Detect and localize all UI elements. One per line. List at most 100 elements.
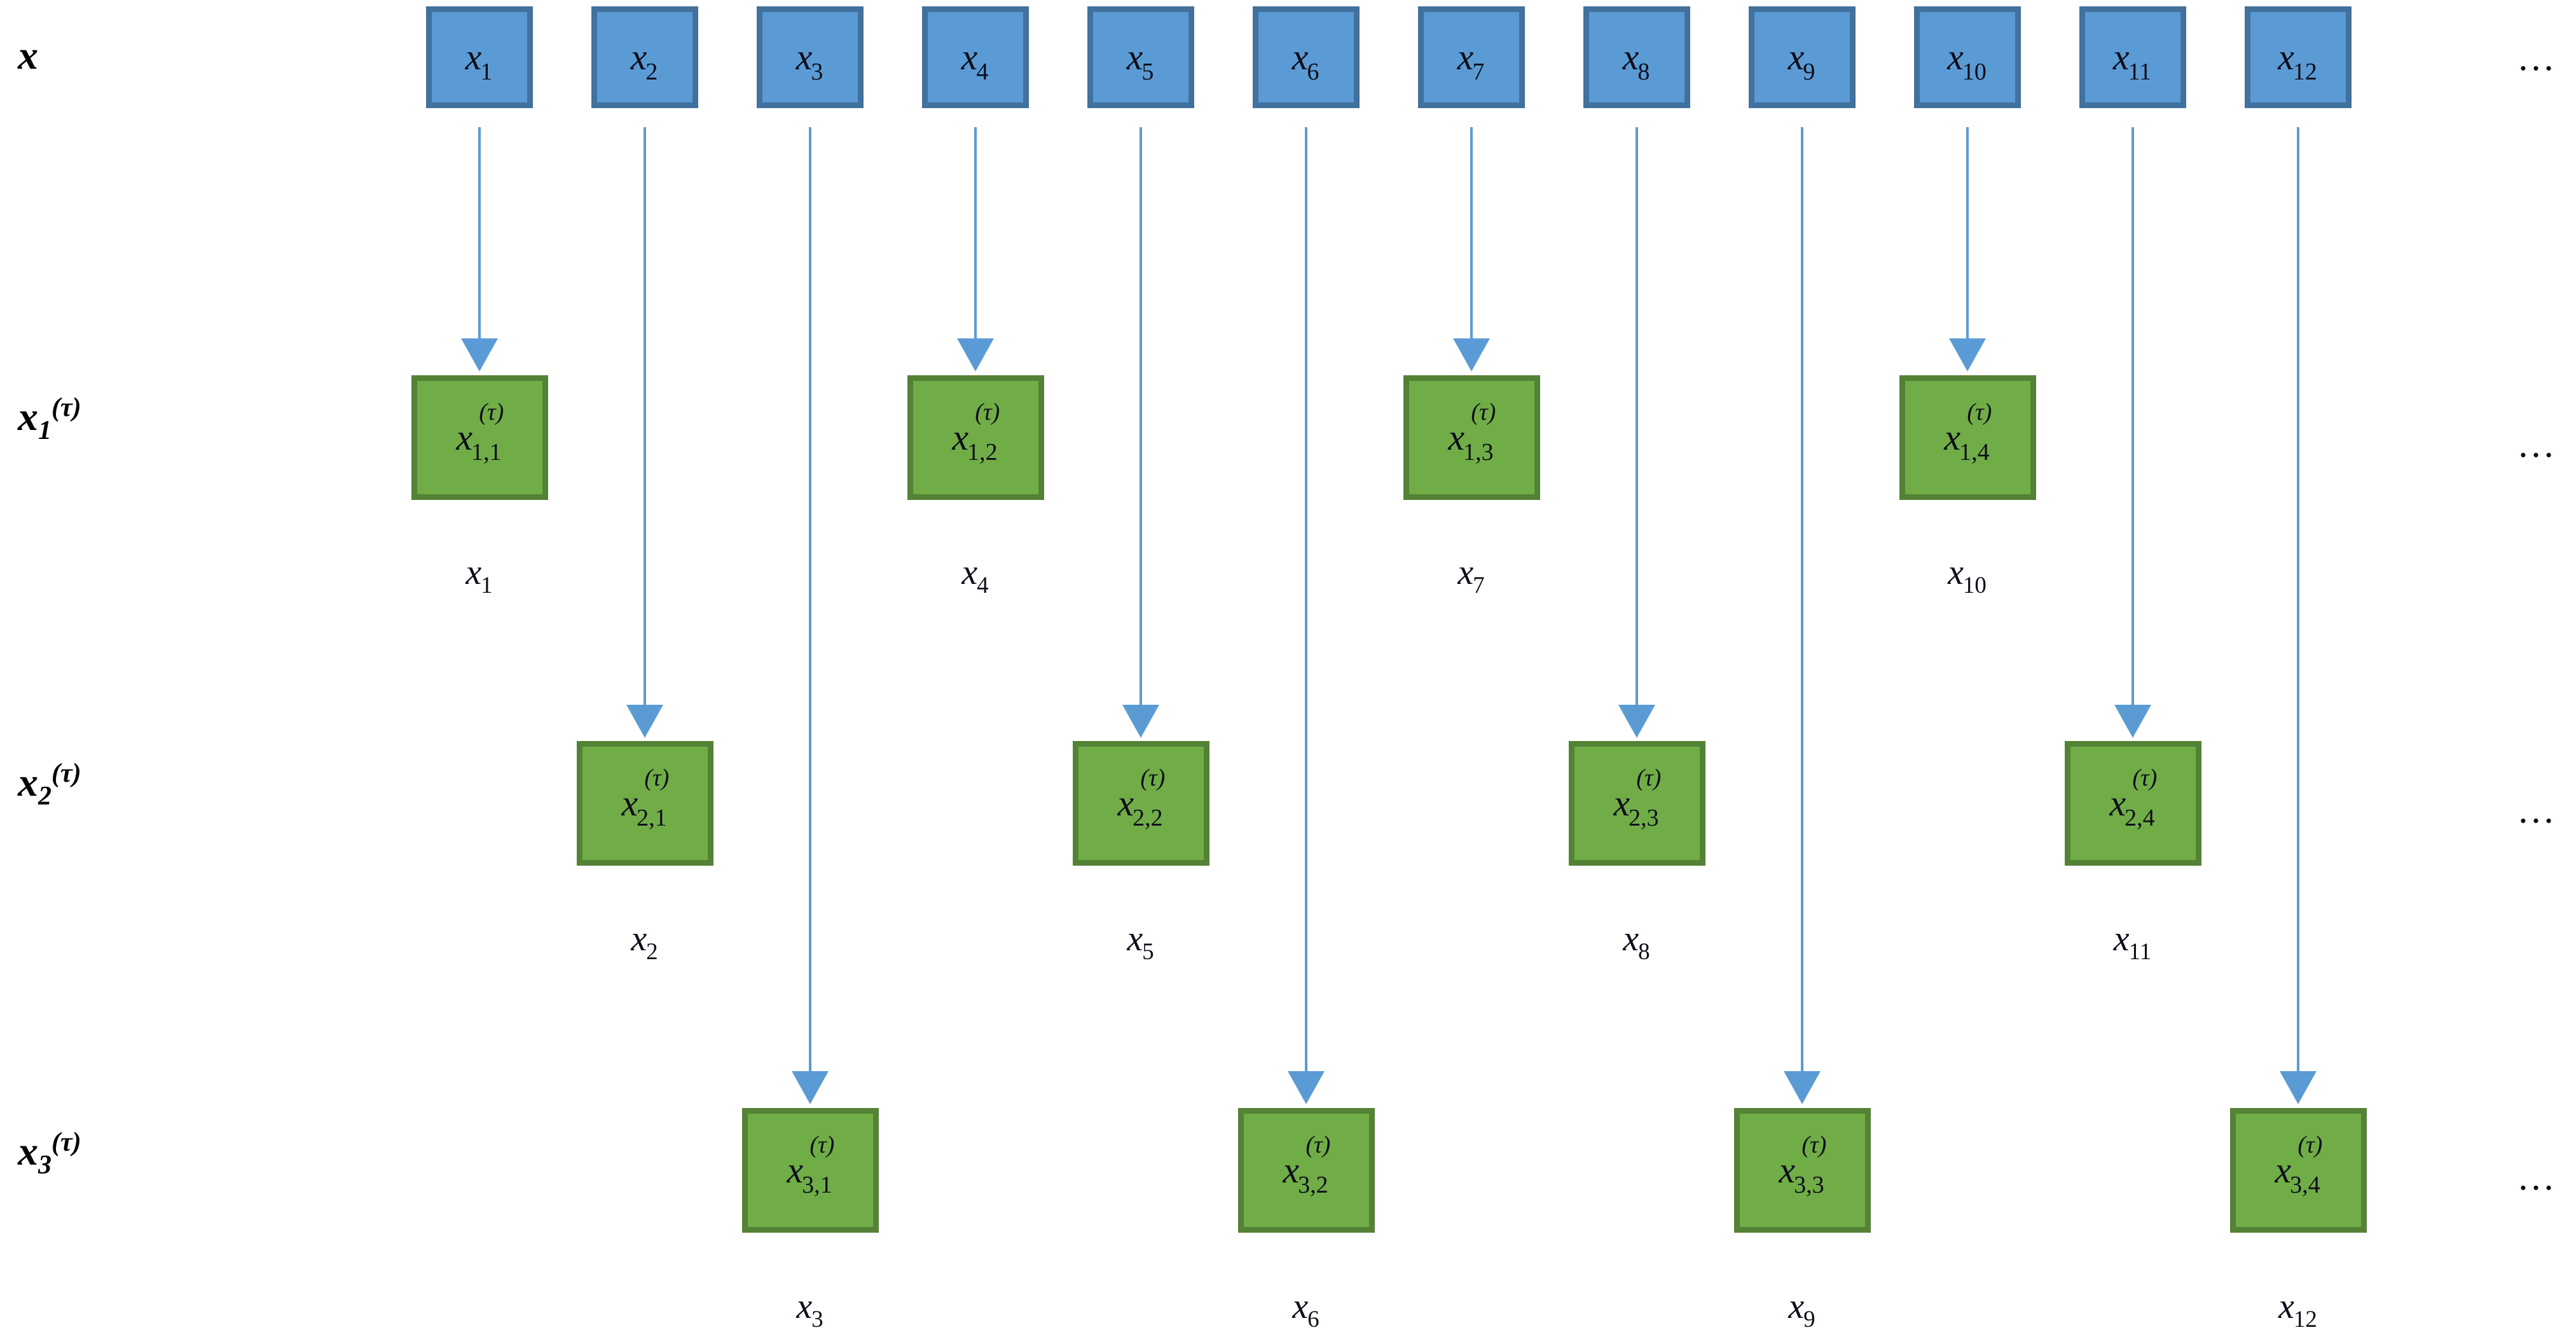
caption-base: x xyxy=(1292,1287,1309,1326)
math-subscript: 4 xyxy=(976,59,989,85)
math-subscript: 2,3 xyxy=(1629,805,1659,831)
caption-base: x xyxy=(1623,919,1639,959)
patch-box-1-2[interactable]: x(τ)1,2 xyxy=(907,375,1044,500)
arrow-shaft xyxy=(478,127,481,338)
input-token-box-11[interactable]: x11 xyxy=(2079,6,2186,108)
math-base: x xyxy=(1947,36,1964,78)
row-label-base: x xyxy=(18,759,38,805)
patch-caption-3-1: x3 xyxy=(796,1287,823,1331)
math-base: x xyxy=(1787,36,1805,78)
patch-box-3-1[interactable]: x(τ)3,1 xyxy=(741,1108,879,1233)
caption-base: x xyxy=(631,919,647,959)
row-label-base: x xyxy=(18,1128,38,1174)
patch-label: x(τ)3,1 xyxy=(787,1133,834,1197)
patch-caption-1-3: x7 xyxy=(1457,555,1485,597)
input-token-box-9[interactable]: x9 xyxy=(1749,6,1856,108)
math-base: x xyxy=(952,417,969,458)
math-superscript: (τ) xyxy=(479,399,504,426)
input-token-label: x4 xyxy=(961,36,990,85)
input-token-box-3[interactable]: x3 xyxy=(757,6,864,108)
math-superscript: (τ) xyxy=(809,1132,835,1158)
input-token-box-12[interactable]: x12 xyxy=(2245,6,2352,108)
math-base: x xyxy=(787,1149,804,1191)
math-subscript: 1,4 xyxy=(1959,439,1990,466)
caption-base: x xyxy=(1948,553,1964,592)
arrow-head xyxy=(1949,338,1986,371)
input-token-box-10[interactable]: x10 xyxy=(1914,6,2021,108)
input-token-label: x8 xyxy=(1623,39,1651,85)
math-base: x xyxy=(2109,782,2126,824)
patch-caption-2-1: x2 xyxy=(631,919,658,964)
patch-label: x(τ)1,3 xyxy=(1448,400,1496,464)
patch-box-3-3[interactable]: x(τ)3,3 xyxy=(1733,1108,1871,1233)
input-token-box-7[interactable]: x7 xyxy=(1418,6,1525,108)
math-base: x xyxy=(1291,36,1309,78)
patch-caption-2-2: x5 xyxy=(1127,919,1154,964)
input-token-box-6[interactable]: x6 xyxy=(1253,6,1360,108)
patch-box-2-1[interactable]: x(τ)2,1 xyxy=(576,741,713,866)
math-base: x xyxy=(2112,36,2130,78)
input-token-box-8[interactable]: x8 xyxy=(1583,6,1690,108)
patch-label: x(τ)3,4 xyxy=(2275,1133,2322,1197)
caption-base: x xyxy=(2113,919,2130,959)
patch-box-2-3[interactable]: x(τ)2,3 xyxy=(1568,741,1705,866)
caption-base: x xyxy=(961,553,978,592)
caption-base: x xyxy=(1788,1287,1805,1326)
patch-box-3-2[interactable]: x(τ)3,2 xyxy=(1237,1108,1375,1233)
patch-box-3-4[interactable]: x(τ)3,4 xyxy=(2229,1108,2367,1233)
input-token-label: x5 xyxy=(1127,39,1155,85)
input-token-box-2[interactable]: x2 xyxy=(591,6,698,108)
patch-caption-3-2: x6 xyxy=(1292,1287,1319,1331)
input-token-label: x12 xyxy=(2278,36,2318,85)
math-base: x xyxy=(1117,782,1134,824)
input-token-label: x1 xyxy=(465,39,494,85)
patch-caption-1-2: x4 xyxy=(961,553,989,597)
input-token-box-4[interactable]: x4 xyxy=(922,6,1029,108)
math-subscript: 2,2 xyxy=(1133,805,1163,831)
caption-base: x xyxy=(796,1287,813,1326)
patch-label: x(τ)1,4 xyxy=(1944,400,1992,464)
arrow-head xyxy=(1122,705,1159,738)
caption-subscript: 9 xyxy=(1803,1306,1815,1333)
math-base: x xyxy=(961,36,978,78)
math-superscript: (τ) xyxy=(1636,765,1662,791)
math-superscript: (τ) xyxy=(2132,765,2158,791)
row-label-row-x: x xyxy=(18,35,38,76)
math-subscript: 1,1 xyxy=(471,439,502,466)
math-subscript: 3 xyxy=(811,59,823,85)
input-token-box-1[interactable]: x1 xyxy=(426,6,533,108)
math-subscript: 3,3 xyxy=(1794,1172,1824,1198)
patch-caption-2-3: x8 xyxy=(1623,919,1650,964)
patch-box-2-2[interactable]: x(τ)2,2 xyxy=(1072,741,1209,866)
arrow-shaft xyxy=(1966,127,1969,338)
math-subscript: 3,4 xyxy=(2290,1172,2320,1198)
math-subscript: 3,2 xyxy=(1298,1172,1328,1198)
patch-box-1-3[interactable]: x(τ)1,3 xyxy=(1403,375,1540,500)
row-label-subscript: 1 xyxy=(38,416,52,446)
arrow-shaft xyxy=(1470,127,1473,338)
math-base: x xyxy=(2278,36,2294,78)
arrow-head xyxy=(792,1071,829,1104)
row-label-superscript: (τ) xyxy=(52,759,81,788)
patch-box-2-4[interactable]: x(τ)2,4 xyxy=(2064,741,2201,866)
patch-box-1-4[interactable]: x(τ)1,4 xyxy=(1899,375,2036,500)
patch-label: x(τ)2,2 xyxy=(1117,766,1165,830)
caption-subscript: 3 xyxy=(811,1306,823,1333)
math-base: x xyxy=(1457,36,1474,78)
math-subscript: 10 xyxy=(1962,59,1987,85)
caption-subscript: 12 xyxy=(2293,1306,2317,1333)
input-token-label: x9 xyxy=(1787,36,1817,85)
math-base: x xyxy=(1944,417,1961,458)
row-label-base: x xyxy=(18,393,38,439)
caption-base: x xyxy=(1127,919,1143,959)
arrow-head xyxy=(1618,705,1655,738)
patch-box-1-1[interactable]: x(τ)1,1 xyxy=(411,375,548,500)
input-token-label: x11 xyxy=(2112,36,2152,85)
caption-subscript: 6 xyxy=(1307,1306,1319,1333)
input-token-label: x2 xyxy=(631,39,659,85)
arrow-shaft xyxy=(2297,127,2299,1071)
row-label-subscript: 3 xyxy=(38,1151,52,1181)
math-subscript: 5 xyxy=(1141,59,1154,85)
input-token-box-5[interactable]: x5 xyxy=(1087,6,1194,108)
